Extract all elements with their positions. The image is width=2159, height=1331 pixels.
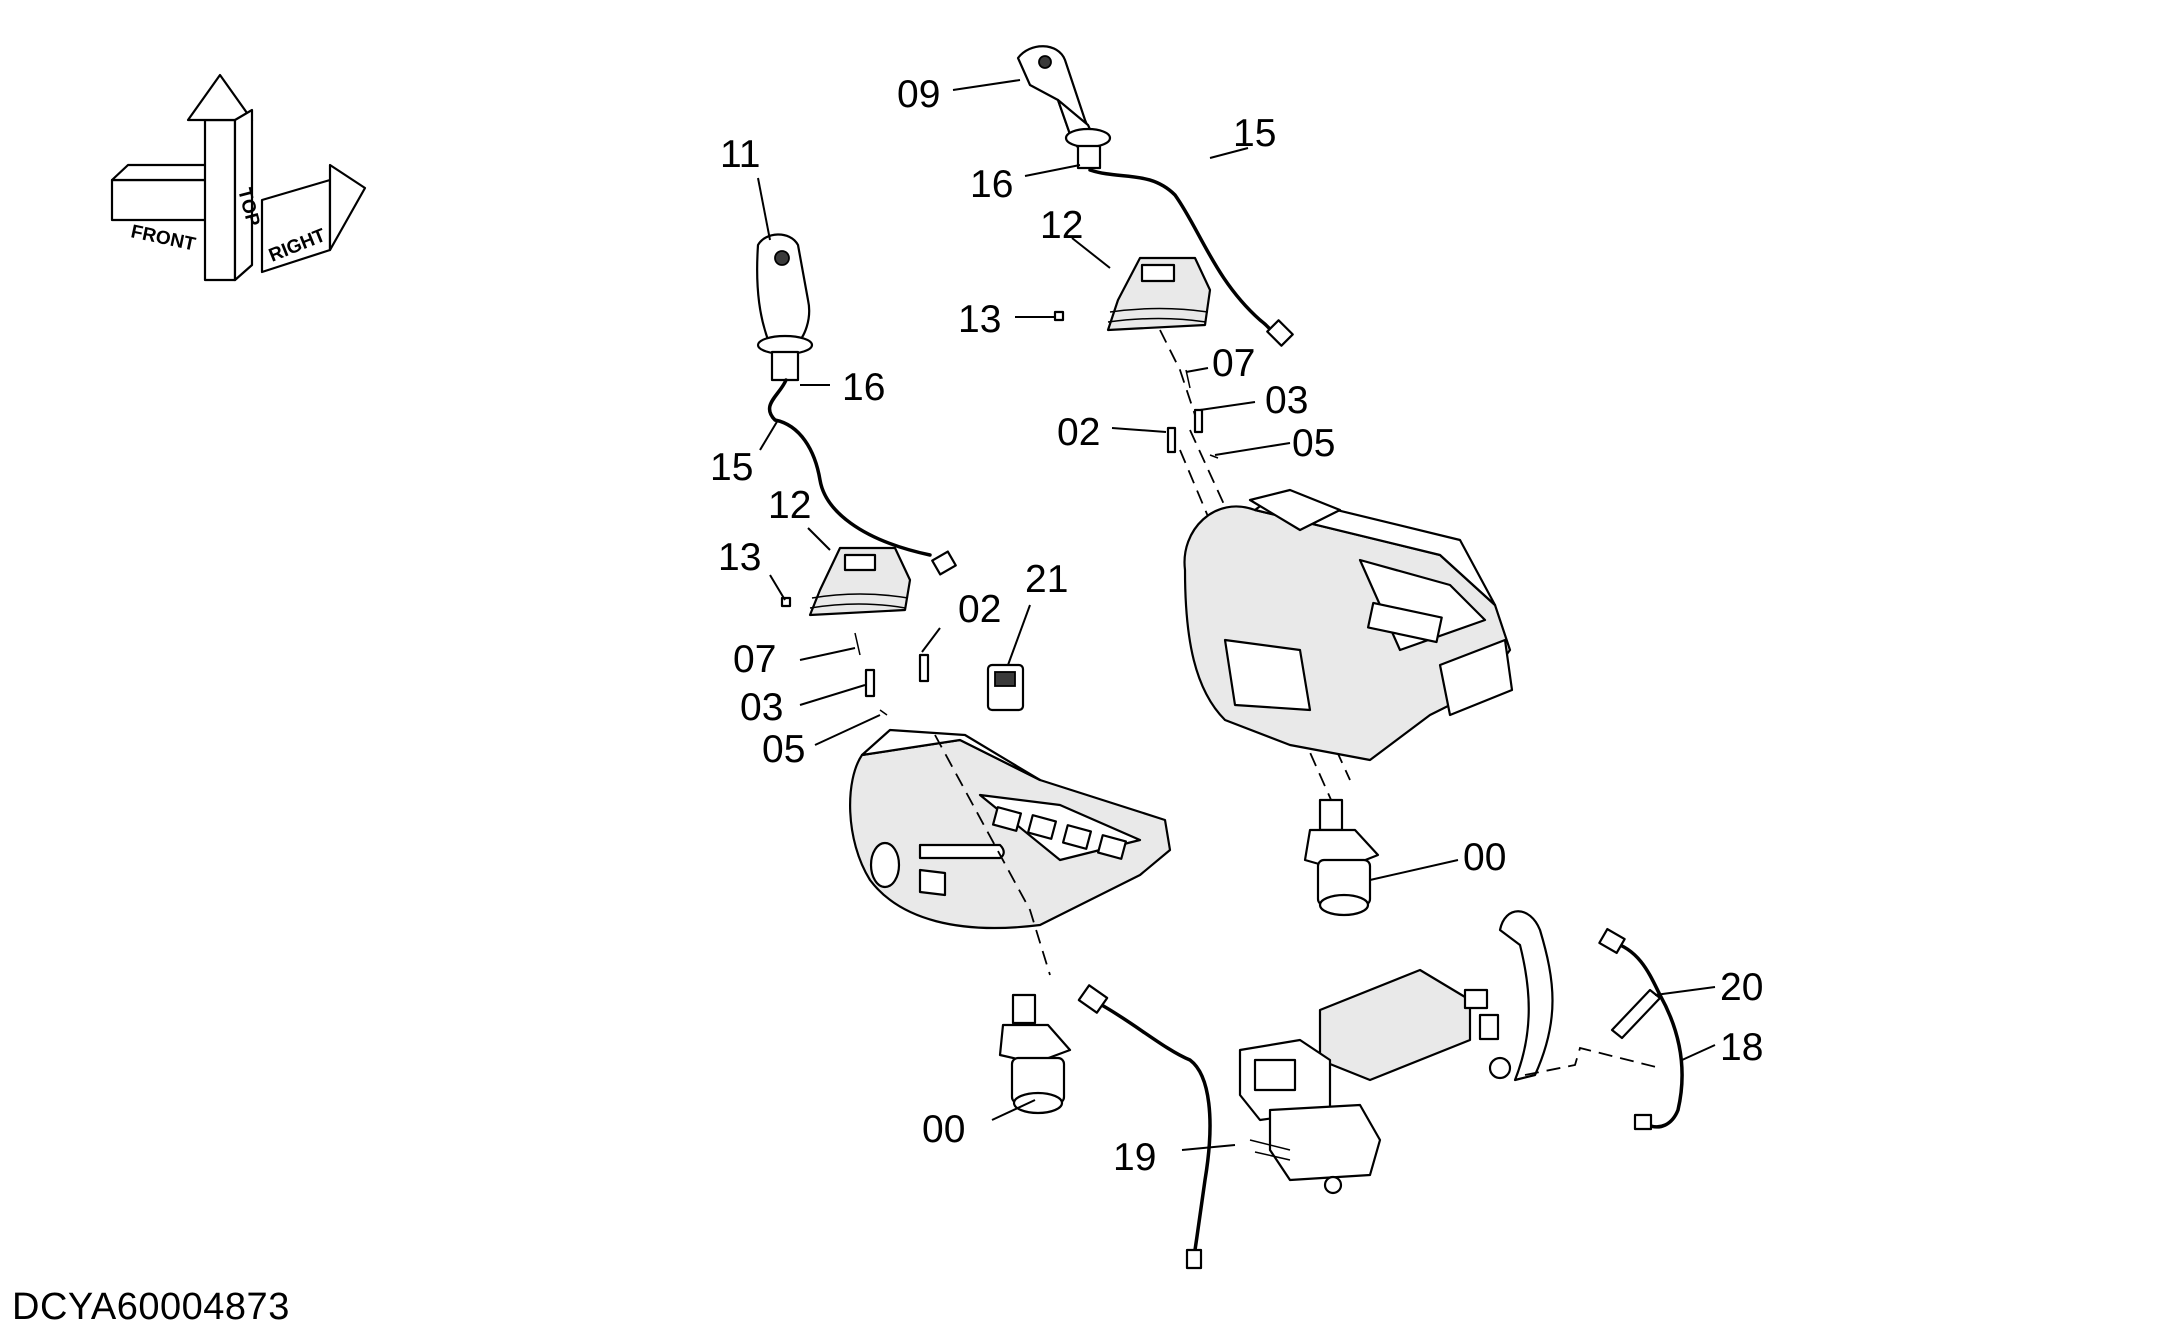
rotary-switch-00-left — [998, 993, 1072, 1115]
orientation-arrows: FRONT TOP RIGHT — [110, 73, 367, 282]
right-console — [1183, 488, 1514, 762]
callout-16-left: 16 — [842, 366, 885, 409]
callout-00-right: 00 — [1463, 836, 1506, 879]
armrest-bracket — [1238, 910, 1554, 1195]
callout-07-right: 07 — [1212, 342, 1255, 385]
callout-07-left: 07 — [733, 638, 776, 681]
callout-16-right: 16 — [970, 163, 1013, 206]
left-console — [849, 728, 1172, 930]
callout-09: 09 — [897, 73, 940, 116]
callout-12-right: 12 — [1040, 204, 1083, 247]
drawing-id-label: DCYA60004873 — [12, 1286, 290, 1328]
callout-03-right: 03 — [1265, 379, 1308, 422]
rotary-switch-00-right — [1303, 798, 1380, 917]
joystick-grip-09 — [1016, 45, 1112, 170]
callout-11: 11 — [720, 133, 761, 176]
callout-02-left: 02 — [958, 588, 1001, 631]
callout-15-right: 15 — [1233, 112, 1276, 155]
callout-12-left: 12 — [768, 484, 811, 527]
callout-21: 21 — [1025, 558, 1068, 601]
callout-20: 20 — [1720, 966, 1763, 1009]
callout-15-left: 15 — [710, 446, 753, 489]
callout-19: 19 — [1113, 1136, 1156, 1179]
callout-13-left: 13 — [718, 536, 761, 579]
callout-05-left: 05 — [762, 728, 805, 771]
callout-18: 18 — [1720, 1026, 1763, 1069]
boot-12 — [1106, 256, 1212, 332]
callout-05-right: 05 — [1292, 422, 1335, 465]
callout-13-right: 13 — [958, 298, 1001, 341]
leader-lines — [757, 79, 1716, 1151]
callout-02-right: 02 — [1057, 411, 1100, 454]
callout-00-left: 00 — [922, 1108, 965, 1151]
callout-03-left: 03 — [740, 686, 783, 729]
boot-12-left — [808, 546, 912, 617]
front-arrow-label: FRONT — [129, 221, 198, 255]
joystick-grip-11 — [756, 233, 814, 382]
